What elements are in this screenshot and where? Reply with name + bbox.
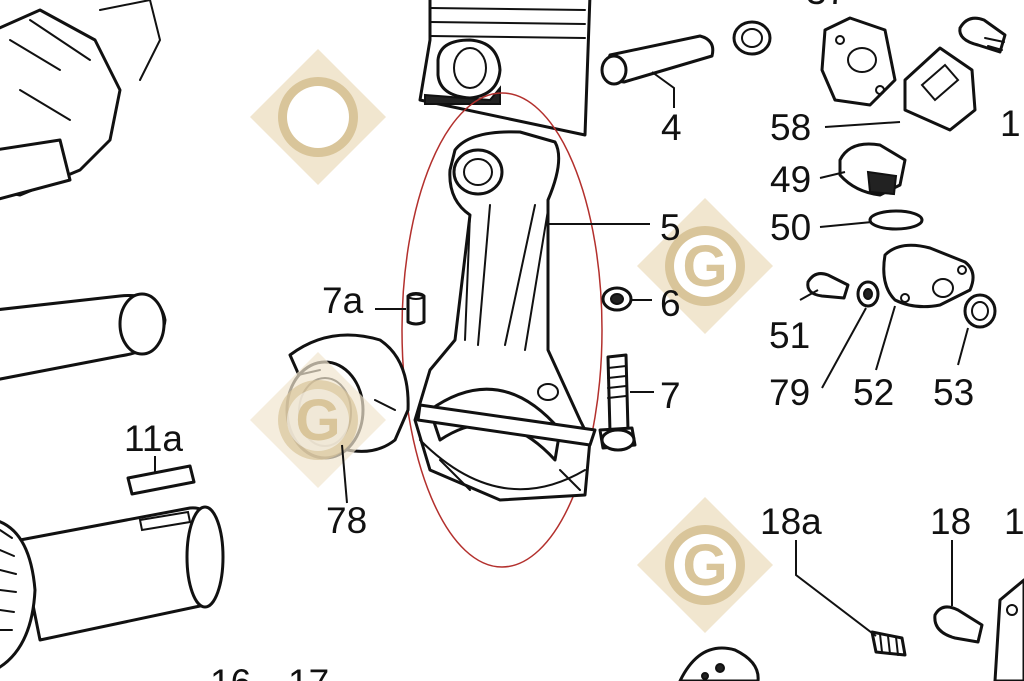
label-16: 16 [210,662,251,681]
flange-fitting [882,243,975,309]
crankshaft-gear-end [0,505,225,669]
watermark-logo: G [250,49,386,185]
piston [418,0,592,137]
circlip [732,20,772,56]
label-52: 52 [853,372,894,413]
svg-text:G: G [295,85,340,150]
svg-text:G: G [682,533,727,598]
label-18a: 18a [760,501,822,542]
small-end-bush [601,286,633,312]
label-58: 58 [770,107,811,148]
sprocket-bottom [678,646,760,681]
label-1-top: 1 [1000,103,1021,144]
label-5: 5 [660,207,681,248]
label-78: 78 [326,500,367,541]
piston-pin [600,34,715,86]
washer [856,280,880,308]
label-7a: 7a [322,280,364,321]
seal-ring [963,293,997,329]
highlight-ellipse [401,92,603,568]
label-50: 50 [770,207,811,248]
label-51: 51 [769,315,810,356]
label-11a: 11a [124,418,183,459]
part-labels: 37 4 58 1 49 50 5 7a 6 51 7 79 52 53 11a… [124,0,1024,681]
breather-valve [838,142,907,197]
rod-bolt [598,353,637,452]
label-49: 49 [770,159,811,200]
watermark-logo: G [637,198,773,334]
cover-plate [820,16,897,107]
crankshaft-journal [0,292,167,381]
svg-text:G: G [295,388,340,453]
watermark-logo: G [637,497,773,633]
crankshaft-counterweights [0,0,162,201]
label-37: 37 [806,0,847,12]
watermark-logo: G [250,352,386,488]
svg-text:G: G [682,234,727,299]
label-17: 17 [288,662,329,681]
connecting-rod [413,130,597,502]
label-79: 79 [769,372,810,413]
small-screw [806,272,850,300]
gasket [903,46,977,132]
bearing-shell-pin [406,292,426,326]
label-7: 7 [660,375,681,416]
label-18: 18 [930,501,971,542]
screw-top-right [958,16,1007,54]
woodruff-key [126,464,196,496]
label-4: 4 [661,107,682,148]
stud-screw [870,630,907,657]
label-53: 53 [933,372,974,413]
leader-lines [154,71,969,637]
label-6: 6 [660,283,681,324]
o-ring [868,209,924,231]
housing-bottom-right [993,578,1024,681]
cap-screw [933,605,984,644]
label-1-right: 1 [1004,501,1024,542]
